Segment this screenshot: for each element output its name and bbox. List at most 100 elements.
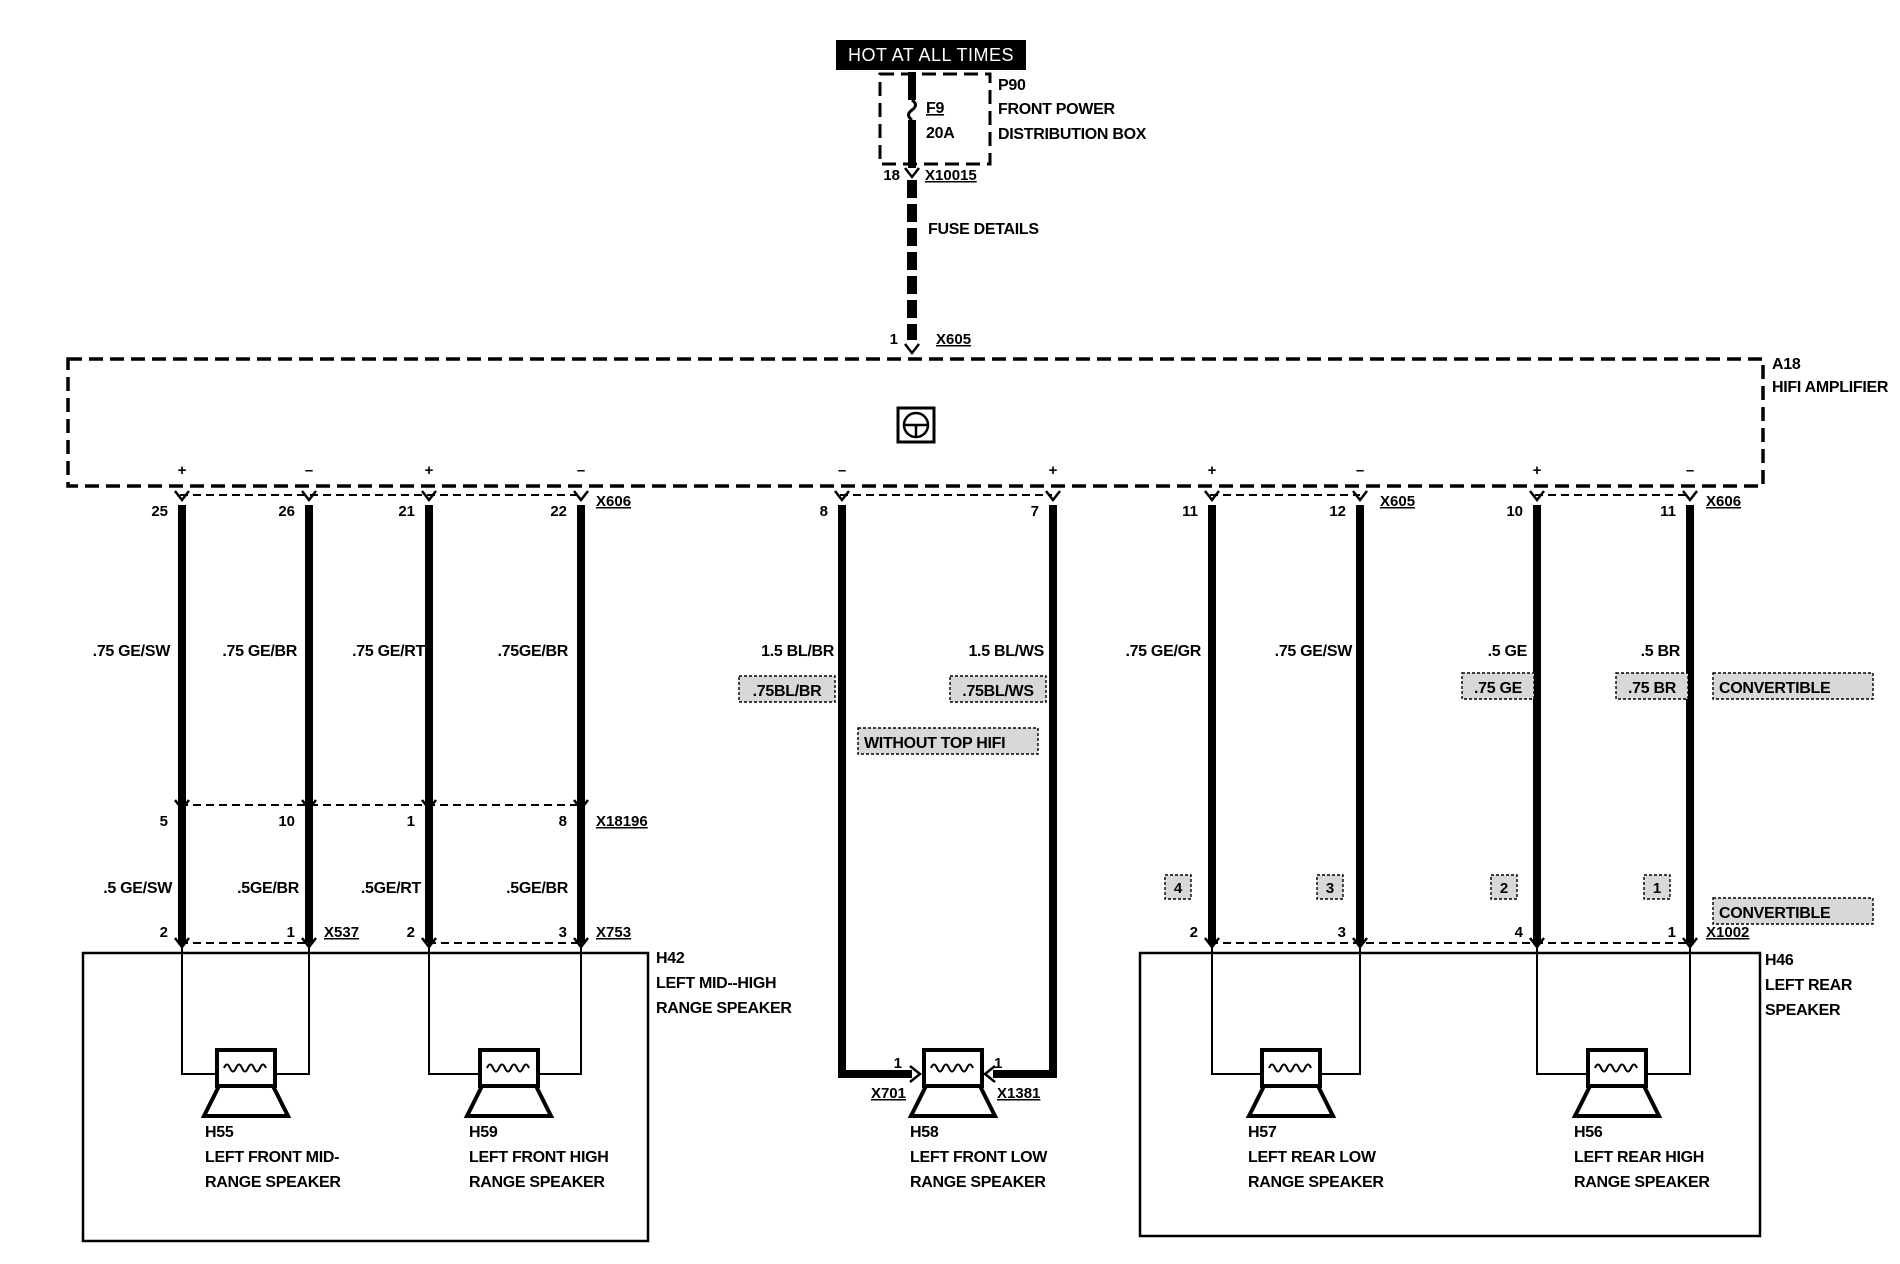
connector-arrow-icon xyxy=(1529,490,1545,503)
connector-arrow-icon xyxy=(573,799,589,812)
speaker-coil-icon xyxy=(930,1063,974,1073)
speaker-coil-icon xyxy=(1268,1063,1312,1073)
bottom-connector-x537: X537 xyxy=(324,924,359,941)
h42-line2: RANGE SPEAKER xyxy=(656,1000,792,1017)
power-distribution-box-outline xyxy=(878,72,992,166)
mid-connector: X18196 xyxy=(596,813,648,830)
connector-arrow-icon xyxy=(421,490,437,503)
amp-polarity-0: + xyxy=(178,462,187,479)
alt-pin-box-0 xyxy=(1164,874,1192,900)
amp-polarity-6: + xyxy=(1208,462,1217,479)
speaker-lead-right-3 xyxy=(1320,943,1361,1075)
mid-pin-0: 5 xyxy=(160,813,168,830)
alt-wire-label-3: .75 BR xyxy=(1628,680,1677,697)
bottom-pin-0: 2 xyxy=(160,924,168,941)
wire-label-lower-3: .5GE/BR xyxy=(506,880,569,897)
speaker-icon xyxy=(215,1048,277,1088)
speaker-lead-right-4 xyxy=(1646,943,1691,1075)
wire-label-upper-5: 1.5 BL/WS xyxy=(968,643,1044,660)
connector-arrow-icon xyxy=(1204,490,1220,503)
top-pin-5: 7 xyxy=(1031,503,1039,520)
fuse-name: F9 xyxy=(926,100,944,117)
speaker-line1-0: LEFT FRONT MID- xyxy=(205,1149,339,1166)
fuse-icon xyxy=(907,98,917,122)
bottom-pin-2: 2 xyxy=(407,924,415,941)
wire-label-upper-0: .75 GE/SW xyxy=(93,643,172,660)
speaker-line2-4: RANGE SPEAKER xyxy=(1574,1174,1710,1191)
wire-label-upper-6: .75 GE/GR xyxy=(1125,643,1201,660)
speaker-cone-icon xyxy=(1245,1084,1337,1118)
alt-pin-3: 1 xyxy=(1653,880,1661,897)
alt-wire-label-0: .75BL/BR xyxy=(753,683,822,700)
h46-id: H46 xyxy=(1765,952,1794,969)
speaker-lead-left-4 xyxy=(1536,943,1588,1075)
alt-wire-label-box-3 xyxy=(1615,672,1689,700)
connector-arrow-icon xyxy=(421,799,437,812)
bottom-connector-x1002: X1002 xyxy=(1706,924,1749,941)
bottom-pin-6: 4 xyxy=(1515,924,1524,941)
amp-polarity-5: + xyxy=(1049,462,1058,479)
amp-power-pin: 1 xyxy=(890,331,898,348)
mid-pin-2: 1 xyxy=(407,813,415,830)
alt-pin-1: 3 xyxy=(1326,880,1334,897)
left-rear-group: X1002 H46 LEFT REAR SPEAKER xyxy=(1138,924,1853,1238)
wire-label-lower-1: .5GE/BR xyxy=(237,880,300,897)
center-connector-x701: X701 xyxy=(871,1085,906,1102)
bottom-pin-3: 3 xyxy=(559,924,567,941)
amp-polarity-3: – xyxy=(577,462,585,479)
speaker-coil-icon xyxy=(486,1063,530,1073)
speaker-line2-1: RANGE SPEAKER xyxy=(469,1174,605,1191)
speaker-icon xyxy=(478,1048,540,1088)
top-pin-6: 11 xyxy=(1182,503,1198,520)
speaker-id-4: H56 xyxy=(1574,1124,1603,1141)
amp-polarity-2: + xyxy=(425,462,434,479)
left-mid-high-group: X18196 X537 X753 H42 LEFT MID--HIGH RANG… xyxy=(81,804,793,1243)
option-label-box-1 xyxy=(1712,672,1874,700)
option-label-1: CONVERTIBLE xyxy=(1719,680,1831,697)
wire-label-upper-2: .75 GE/RT xyxy=(352,643,425,660)
amp-polarity-9: – xyxy=(1686,462,1694,479)
amplifier-name: HIFI AMPLIFIER xyxy=(1772,379,1889,396)
alt-wire-label-2: .75 GE xyxy=(1474,680,1523,697)
fuse-box-out-pin: 18 xyxy=(883,167,900,184)
speaker-cone-icon xyxy=(463,1084,555,1118)
fuse-box-out-connector: X10015 xyxy=(925,167,977,184)
amplifier-outline xyxy=(66,357,1765,488)
speaker-cone-icon xyxy=(907,1084,999,1118)
speaker-lead-right-0 xyxy=(275,943,310,1075)
amp-polarity-7: – xyxy=(1356,462,1364,479)
wire-label-upper-1: .75 GE/BR xyxy=(222,643,297,660)
top-pin-8: 10 xyxy=(1506,503,1523,520)
h42-id: H42 xyxy=(656,950,685,967)
h46-line2: SPEAKER xyxy=(1765,1002,1841,1019)
amp-polarity-1: – xyxy=(305,462,313,479)
speaker-id-2: H58 xyxy=(910,1124,939,1141)
center-connector-x1381: X1381 xyxy=(997,1085,1040,1102)
speaker-id-0: H55 xyxy=(205,1124,234,1141)
top-pin-2: 21 xyxy=(398,503,415,520)
speaker-lead-left-0 xyxy=(181,943,217,1075)
wire-label-upper-8: .5 GE xyxy=(1488,643,1528,660)
speaker-icon xyxy=(1260,1048,1322,1088)
connector-arrow-icon xyxy=(904,167,920,180)
hot-at-all-times-banner xyxy=(836,40,1026,70)
connector-arrow-icon xyxy=(301,490,317,503)
speaker-line2-2: RANGE SPEAKER xyxy=(910,1174,1046,1191)
bottom-pin-5: 3 xyxy=(1338,924,1346,941)
fuse-rating: 20A xyxy=(926,125,955,142)
top-pin-0: 25 xyxy=(151,503,168,520)
speaker-lead-left-1 xyxy=(428,943,480,1075)
connector-arrow-icon xyxy=(1352,490,1368,503)
speaker-lead-right-1 xyxy=(538,943,582,1075)
fuse-details-link[interactable]: FUSE DETAILS xyxy=(928,221,1040,238)
speaker-line1-3: LEFT REAR LOW xyxy=(1248,1149,1377,1166)
connector-arrow-icon xyxy=(982,1065,996,1083)
hifi-amplifier: A18 HIFI AMPLIFIER xyxy=(66,356,1889,488)
connector-arrow-icon xyxy=(174,799,190,812)
speaker-cone-icon xyxy=(200,1084,292,1118)
box-id: P90 xyxy=(998,77,1026,94)
wire-label-upper-4: 1.5 BL/BR xyxy=(761,643,835,660)
speaker-line2-0: RANGE SPEAKER xyxy=(205,1174,341,1191)
mid-pin-1: 10 xyxy=(278,813,295,830)
